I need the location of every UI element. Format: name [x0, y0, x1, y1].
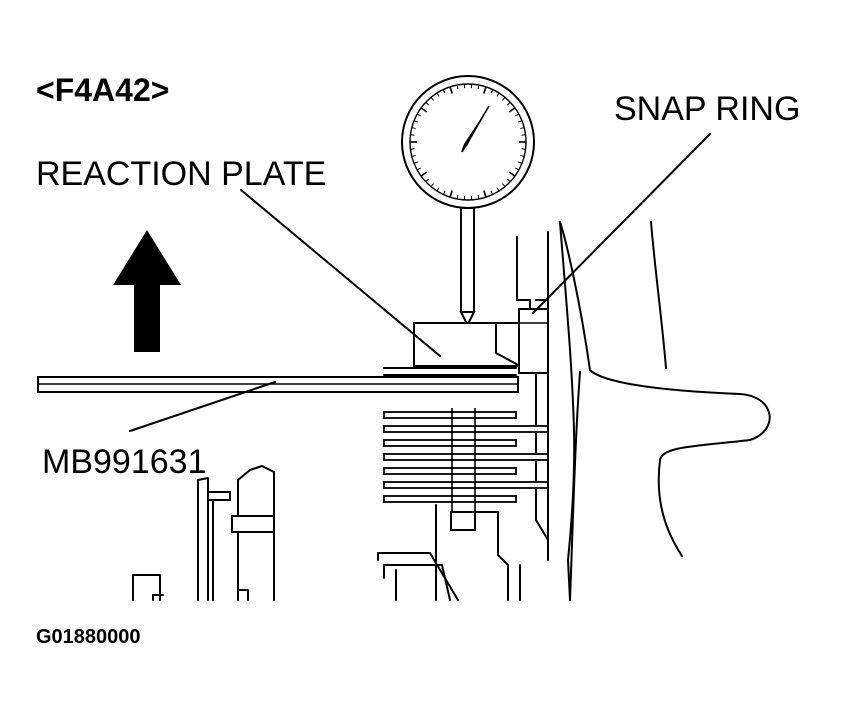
figure-id-label: G01880000 [36, 626, 141, 648]
clutch-plate [383, 467, 517, 475]
clutch-plate [383, 481, 549, 489]
clutch-plate-stack [383, 408, 549, 512]
tool-part-number-label: MB991631 [42, 443, 206, 481]
clutch-hub [451, 408, 476, 512]
lower-structure [132, 367, 521, 601]
snap-ring-leader-line [532, 133, 711, 314]
tool-leader-line [129, 381, 276, 432]
clutch-plate [383, 439, 517, 447]
arrow-up-icon [113, 230, 181, 352]
clutch-plate [383, 495, 517, 503]
clutch-plate [383, 425, 549, 433]
housing-outline [516, 221, 771, 601]
snap-ring-label: SNAP RING [614, 90, 800, 128]
reaction-plate-leader-line [240, 189, 441, 357]
clutch-plate [383, 453, 549, 461]
model-code-label: <F4A42> [36, 72, 169, 108]
reaction-plate [413, 322, 521, 367]
clutch-plate [383, 411, 517, 419]
reaction-plate-label: REACTION PLATE [36, 155, 326, 193]
special-tool-bar [37, 376, 519, 393]
snap-ring [518, 308, 549, 374]
dial-indicator-icon [401, 75, 535, 328]
